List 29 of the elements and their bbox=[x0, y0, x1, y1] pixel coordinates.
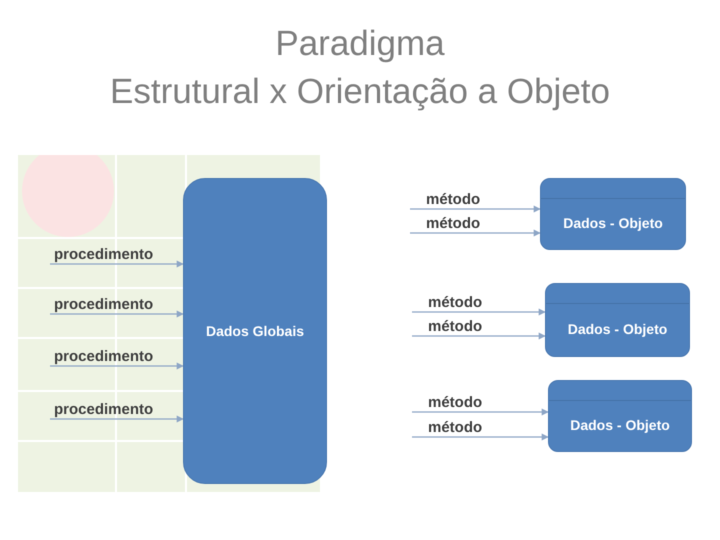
node-label: procedimento bbox=[50, 295, 166, 314]
object-box bbox=[540, 178, 686, 250]
node-label: procedimento bbox=[50, 400, 166, 419]
node-label: método bbox=[410, 214, 500, 233]
arrow bbox=[412, 434, 549, 440]
box-label: Dados - Objeto bbox=[570, 416, 670, 435]
data-box bbox=[183, 178, 327, 484]
arrow bbox=[50, 260, 184, 268]
node-label: procedimento bbox=[50, 245, 166, 264]
box-label: Dados Globais bbox=[206, 322, 304, 340]
arrow bbox=[410, 206, 541, 212]
arrow bbox=[412, 308, 546, 316]
arrow bbox=[50, 310, 184, 318]
box-label: Dados - Objeto bbox=[563, 214, 663, 233]
title: Paradigma Estrutural x Orientação a Objeto bbox=[110, 23, 610, 113]
node-label: método bbox=[412, 393, 502, 412]
box-label: Dados - Objeto bbox=[568, 320, 668, 339]
node-label: método bbox=[410, 190, 500, 209]
arrow bbox=[412, 332, 546, 340]
arrow bbox=[412, 408, 549, 416]
arrow bbox=[50, 416, 184, 422]
node-label: método bbox=[412, 418, 502, 437]
node-label: procedimento bbox=[50, 347, 166, 366]
object-box bbox=[545, 283, 690, 357]
node-label: método bbox=[412, 293, 502, 312]
object-box bbox=[548, 380, 692, 452]
arrow bbox=[410, 230, 541, 236]
node-label: método bbox=[412, 317, 502, 336]
arrow bbox=[50, 362, 184, 370]
